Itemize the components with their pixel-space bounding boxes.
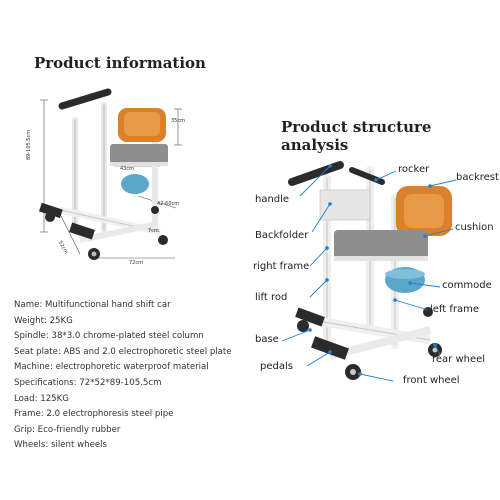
label-backrest: backrest	[456, 172, 499, 183]
label-rear-wheel: rear wheel	[432, 354, 486, 365]
label-front-wheel: front wheel	[403, 375, 460, 386]
spec-seat-plate: Seat plate: ABS and 2.0 electrophoretic …	[14, 346, 232, 357]
label-commode: commode	[442, 280, 492, 291]
spec-list: Name: Multifunctional hand shift car Wei…	[14, 298, 254, 454]
label-cushion: cushion	[455, 222, 494, 233]
spec-load: Load: 125KG	[14, 393, 69, 404]
label-left-frame: left frame	[430, 304, 480, 315]
seat-depth-dimension: 42-60cm	[157, 201, 180, 207]
label-handle: handle	[255, 194, 290, 205]
label-right-frame: right frame	[253, 261, 310, 272]
label-pedals: pedals	[260, 361, 293, 372]
seat-width-dimension: 43cm	[120, 166, 134, 172]
spec-name: Name: Multifunctional hand shift car	[14, 300, 171, 310]
spec-specifications: Specifications: 72*52*89-105.5cm	[14, 377, 162, 388]
label-rocker: rocker	[398, 164, 430, 175]
backrest-dimension: 35cm	[171, 118, 185, 124]
spec-frame: Frame: 2.0 electrophoresis steel pipe	[14, 409, 174, 420]
spec-spindle: Spindle: 38*3.0 chrome-plated steel colu…	[14, 331, 204, 342]
spec-grip: Grip: Eco-friendly rubber	[14, 424, 121, 435]
product-structure-title: Product structure analysis	[281, 118, 432, 154]
label-backfolder: Backfolder	[255, 230, 309, 241]
label-lift-rod: lift rod	[255, 292, 288, 303]
product-information-title: Product information	[34, 54, 206, 72]
spec-weight: Weight: 25KG	[14, 315, 73, 326]
wheel-dimension: 7cm	[148, 228, 159, 234]
spec-machine: Machine: electrophoretic waterproof mate…	[14, 362, 209, 373]
length-dimension: 72cm	[129, 260, 143, 266]
label-base: base	[255, 334, 279, 345]
spec-wheels: Wheels: silent wheels	[14, 440, 108, 451]
